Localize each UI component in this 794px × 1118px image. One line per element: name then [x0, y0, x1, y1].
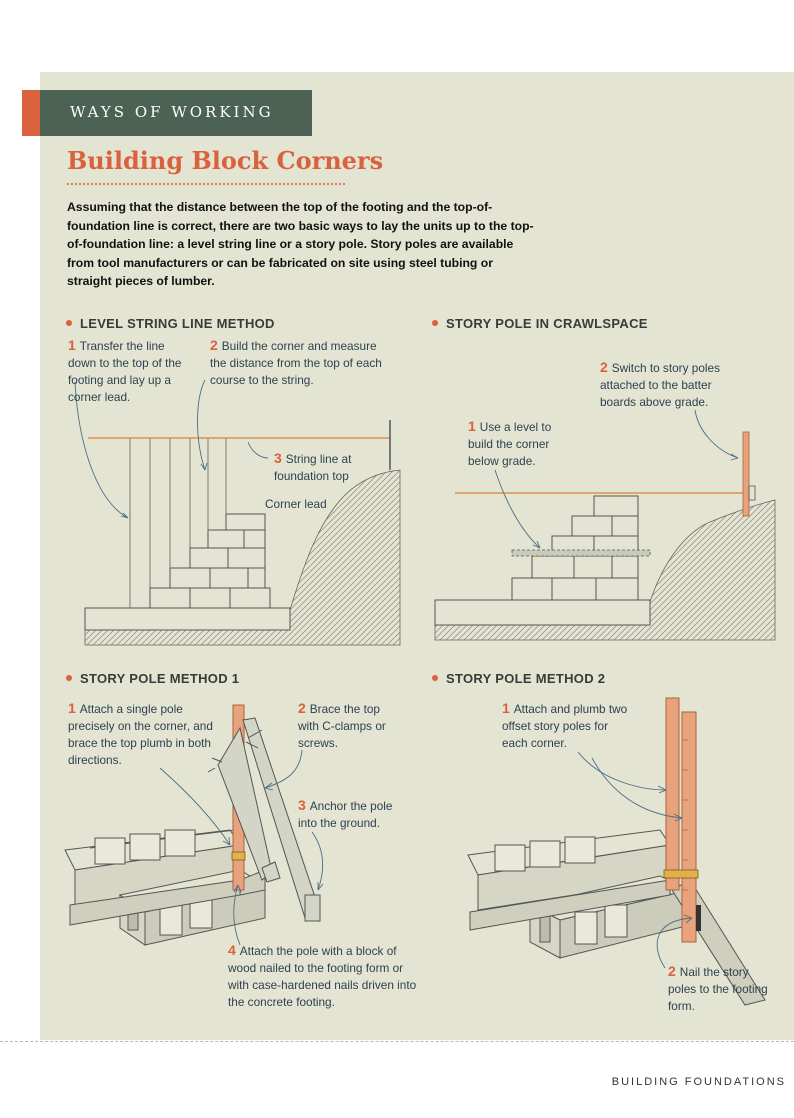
heading-crawlspace: STORY POLE IN CRAWLSPACE — [432, 316, 648, 331]
crawlspace-illustration — [434, 409, 776, 641]
heading-level-string: LEVEL STRING LINE METHOD — [66, 316, 275, 331]
title-underline — [67, 183, 345, 185]
section-tag-bar — [22, 90, 312, 136]
bullet-icon — [432, 319, 438, 326]
method2-illustration — [467, 697, 766, 1006]
running-footer: BUILDING FOUNDATIONS — [611, 1076, 786, 1088]
bullet-icon — [66, 674, 72, 681]
page-title: Building Block Corners — [67, 146, 384, 175]
bullet-icon — [66, 319, 72, 326]
level-string-illustration — [74, 379, 401, 646]
section-tag: WAYS OF WORKING — [70, 103, 274, 121]
intro-paragraph: Assuming that the distance between the t… — [67, 200, 534, 288]
section-tag-accent — [22, 90, 40, 136]
bullet-icon — [432, 674, 438, 681]
heading-method2: STORY POLE METHOD 2 — [432, 671, 605, 686]
heading-method1: STORY POLE METHOD 1 — [66, 671, 239, 686]
method1-illustration — [64, 704, 324, 946]
bottom-dashed-divider — [0, 1041, 794, 1042]
corner-lead-label: Corner lead — [265, 497, 327, 511]
